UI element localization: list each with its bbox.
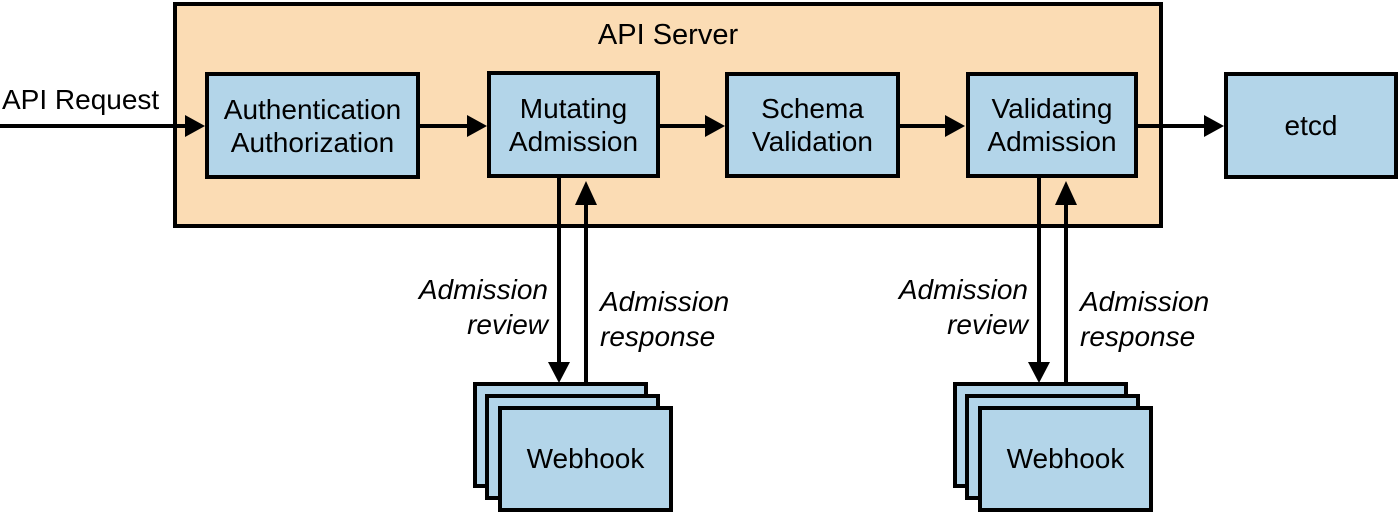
label-line: response (1080, 321, 1196, 352)
api-request-label: API Request (2, 84, 160, 115)
webhook-label: Webhook (1006, 443, 1125, 474)
label-line: review (467, 309, 548, 340)
label-line: Admission (418, 274, 548, 305)
mutating-webhook-stack: Webhook (473, 382, 674, 513)
node-etcd: etcd (1224, 72, 1398, 179)
validating-webhook-stack: Webhook (953, 382, 1154, 513)
node-schema-validation: Schema Validation (725, 72, 900, 178)
node-label-line: Admission (987, 126, 1117, 157)
node-validating-admission: Validating Admission (966, 72, 1138, 178)
label-line: review (947, 309, 1028, 340)
api-server-title: API Server (597, 19, 739, 51)
admission-review-label-right: Admission review (880, 272, 1028, 342)
webhook-label: Webhook (526, 443, 645, 474)
node-authentication-authorization: Authentication Authorization (205, 72, 420, 179)
node-label-line: etcd (1284, 110, 1338, 141)
label-line: Admission (600, 286, 730, 317)
label-line: Admission (898, 274, 1028, 305)
node-label-line: Authorization (230, 126, 395, 158)
node-mutating-admission: Mutating Admission (487, 71, 660, 178)
label-line: response (600, 321, 716, 352)
label-line: Admission (1080, 286, 1210, 317)
node-label-line: Authentication (223, 93, 402, 125)
webhook-card-front: Webhook (498, 406, 673, 512)
admission-review-label-left: Admission review (400, 272, 548, 342)
node-label-line: Validation (752, 126, 873, 157)
node-label-line: Mutating (519, 92, 628, 124)
node-label-line: Admission (508, 125, 639, 157)
node-label-line: Validating (991, 93, 1113, 124)
admission-response-label-left: Admission response (600, 284, 729, 354)
webhook-card-front: Webhook (978, 406, 1153, 512)
admission-response-label-right: Admission response (1080, 284, 1209, 354)
node-label-line: Schema (761, 93, 864, 124)
